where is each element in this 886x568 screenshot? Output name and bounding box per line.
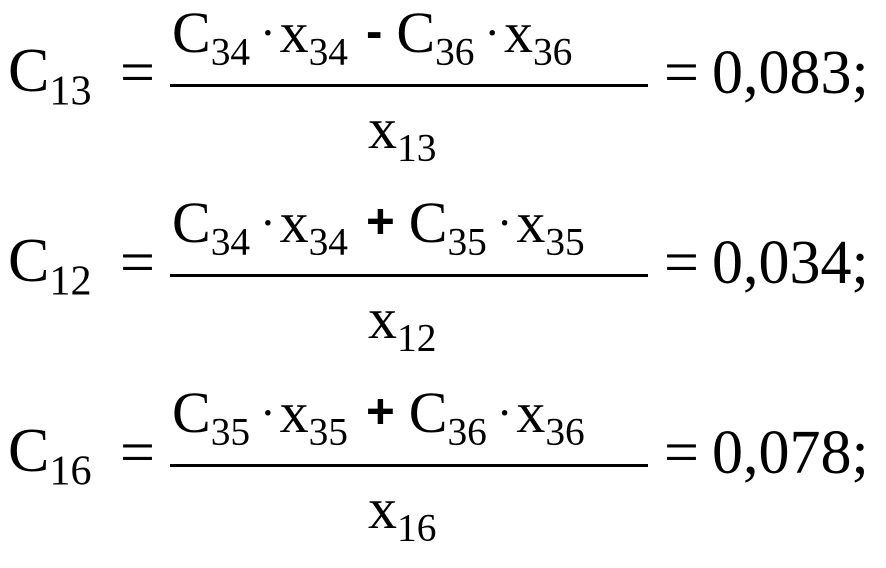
result-value: 0,078; — [712, 419, 869, 487]
numerator: C35·x35+C36·x36 — [172, 380, 585, 454]
equals-sign: = — [120, 229, 155, 297]
multiply-dot: · — [260, 8, 276, 59]
numerator: C34·x34-C36·x36 — [172, 0, 573, 74]
numerator: C34·x34+C35·x35 — [172, 190, 585, 264]
fraction-bar — [170, 84, 648, 87]
lhs-variable: C13 — [8, 37, 92, 115]
result-value: 0,083; — [712, 39, 869, 107]
result-value: 0,034; — [712, 229, 869, 297]
equals-sign: = — [664, 39, 699, 107]
denominator: x16 — [368, 476, 437, 550]
lhs-variable: C16 — [8, 417, 92, 495]
formula-c12: C12 = C34·x34+C35·x35 x12 = 0,034; — [0, 190, 886, 378]
formula-c13: C13 = C34·x34-C36·x36 x13 = 0,083; — [0, 0, 886, 188]
equals-sign: = — [664, 419, 699, 487]
formula-c16: C16 = C35·x35+C36·x36 x16 = 0,078; — [0, 380, 886, 568]
multiply-dot: · — [496, 388, 513, 439]
fraction-bar — [170, 274, 648, 277]
equals-sign: = — [120, 419, 155, 487]
multiply-dot: · — [496, 198, 513, 249]
operator: + — [365, 384, 395, 439]
equals-sign: = — [664, 229, 699, 297]
multiply-dot: · — [260, 388, 276, 439]
denominator: x12 — [368, 286, 437, 360]
multiply-dot: · — [260, 198, 276, 249]
lhs-variable: C12 — [8, 227, 92, 305]
operator: + — [365, 194, 395, 249]
equals-sign: = — [120, 39, 155, 107]
operator: - — [365, 4, 383, 59]
fraction-bar — [170, 464, 648, 467]
denominator: x13 — [368, 96, 437, 170]
multiply-dot: · — [484, 8, 500, 59]
